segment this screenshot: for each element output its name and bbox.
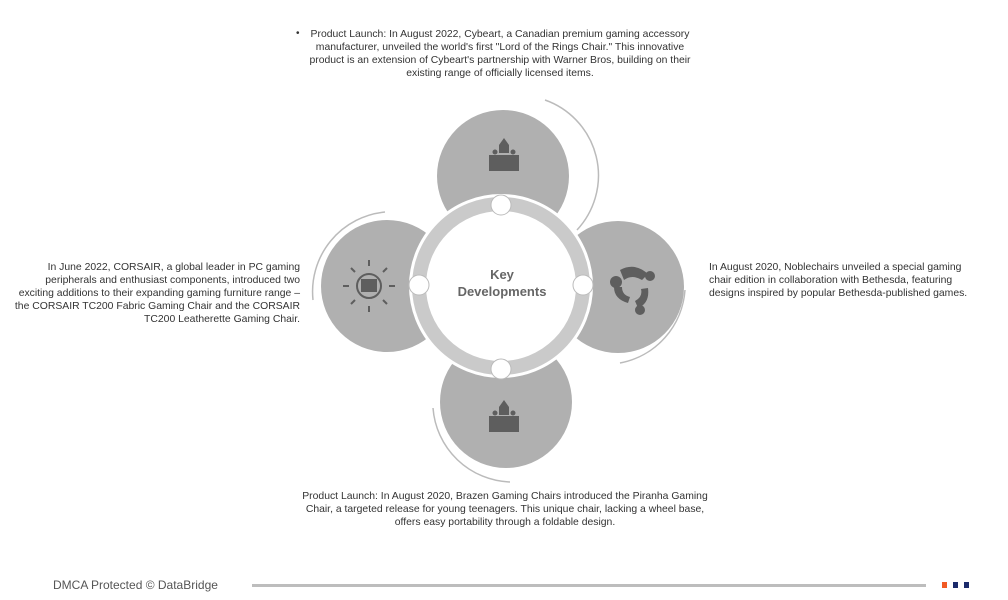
product-launch-icon [489,400,519,432]
bullet: • [296,28,300,39]
accent-square [953,582,958,588]
accent-square [964,582,969,588]
arc-bottom [432,407,511,483]
expansion-icon [343,260,395,312]
title-line-1: Key [490,267,515,282]
connector-top [490,194,512,216]
title-line-2: Developments [458,284,547,299]
development-text-bottom: Product Launch: In August 2020, Brazen G… [302,491,708,528]
development-text-top: Product Launch: In August 2022, Cybeart,… [309,29,691,79]
arc-left [311,211,386,301]
center-disk [428,213,574,359]
connector-bottom [490,358,512,380]
product-launch-icon [489,138,519,171]
footer-divider [252,584,926,587]
connector-left [408,274,430,296]
collaboration-icon [610,266,655,315]
footer-text: DMCA Protected © DataBridge [53,578,218,592]
arc-right [619,289,686,364]
arc-top [544,99,600,231]
connector-right [572,274,594,296]
development-text-left: In June 2022, CORSAIR, a global leader i… [14,262,300,325]
accent-square [942,582,947,588]
development-text-right: In August 2020, Noblechairs unveiled a s… [709,262,968,299]
